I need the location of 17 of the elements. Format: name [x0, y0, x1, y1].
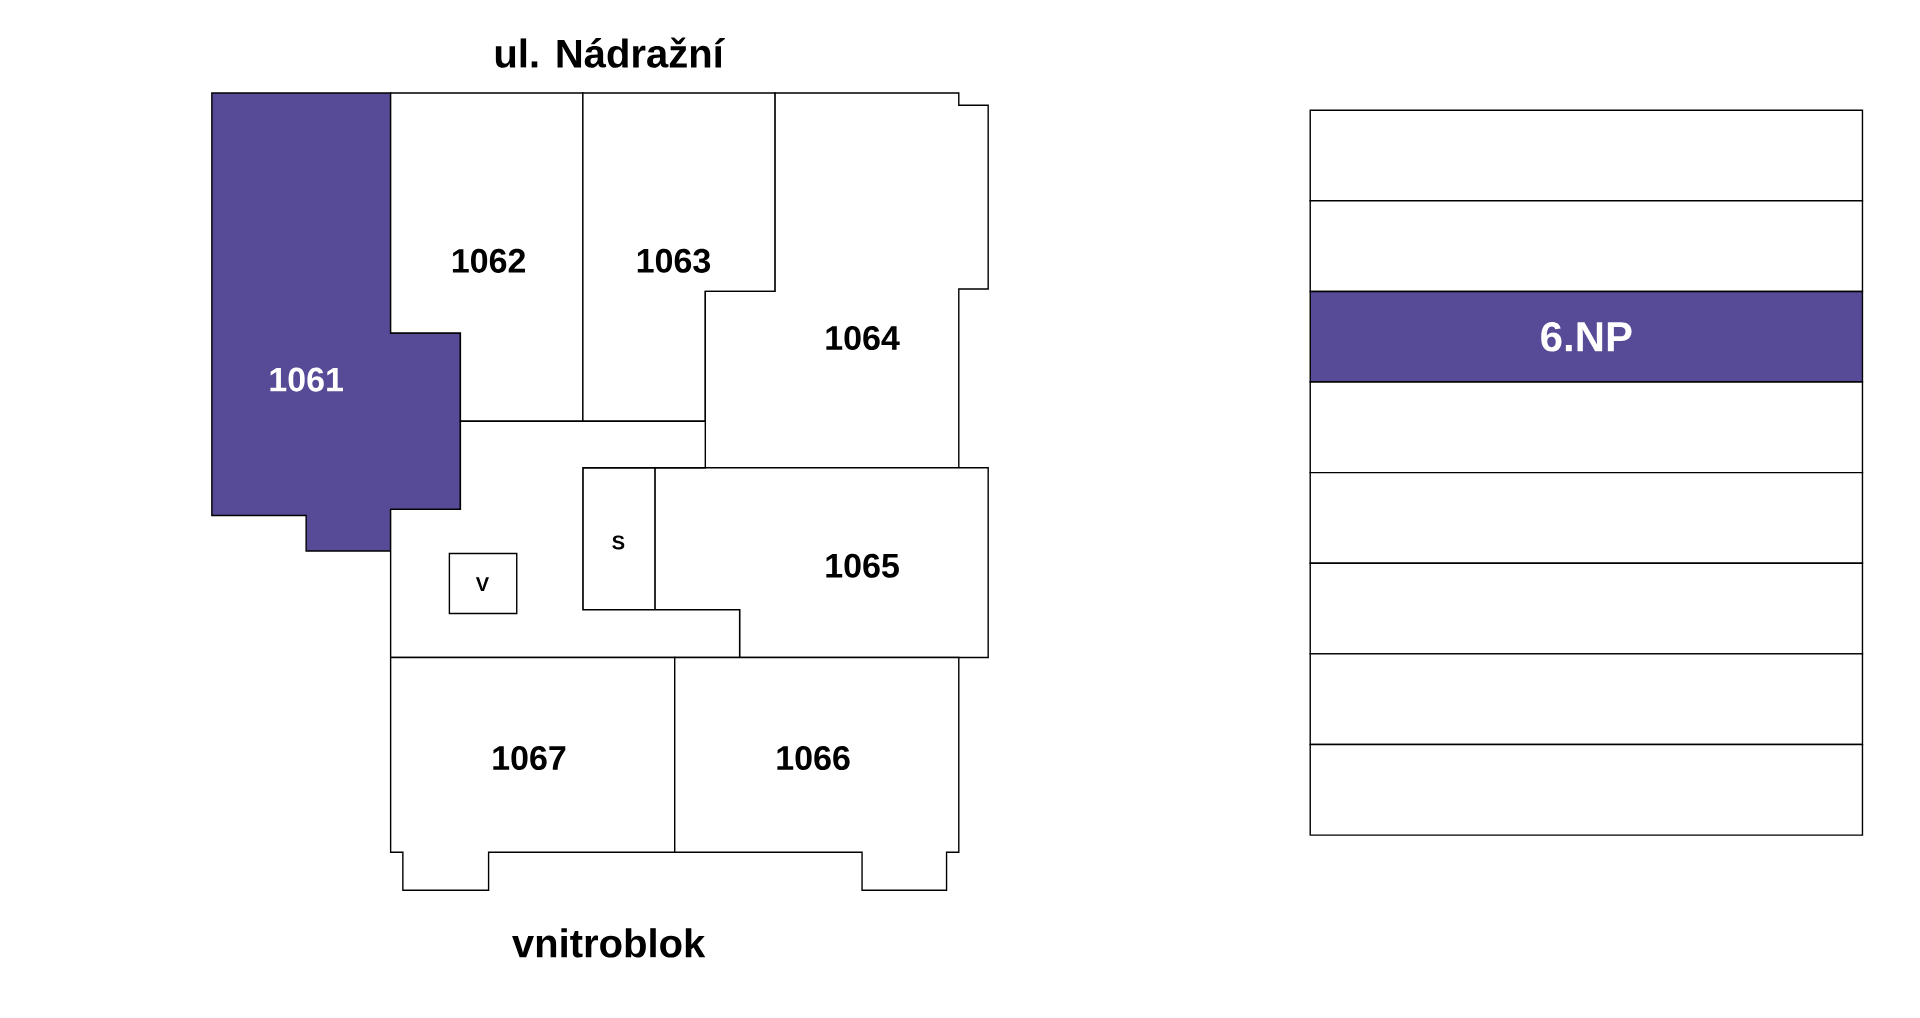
room: S [582, 467, 656, 611]
room: 1062 [389, 92, 584, 422]
corridor [389, 420, 741, 659]
street-label: ul. Nádražní [495, 37, 725, 68]
floor-bar [1309, 562, 1864, 655]
floor-bar [1309, 743, 1864, 836]
room: 1067 [389, 656, 676, 891]
floor-bar [1309, 200, 1864, 293]
stair-box: V [448, 552, 518, 615]
room: 1066 [674, 656, 960, 891]
floor-bar [1309, 109, 1864, 202]
floor-bar [1309, 381, 1864, 474]
floor-bar [1309, 471, 1864, 564]
floor-bar [1309, 653, 1864, 746]
room: 1063 [582, 92, 776, 422]
floor-bar: 6.NP [1309, 290, 1864, 383]
street-label: vnitroblok [512, 928, 706, 958]
